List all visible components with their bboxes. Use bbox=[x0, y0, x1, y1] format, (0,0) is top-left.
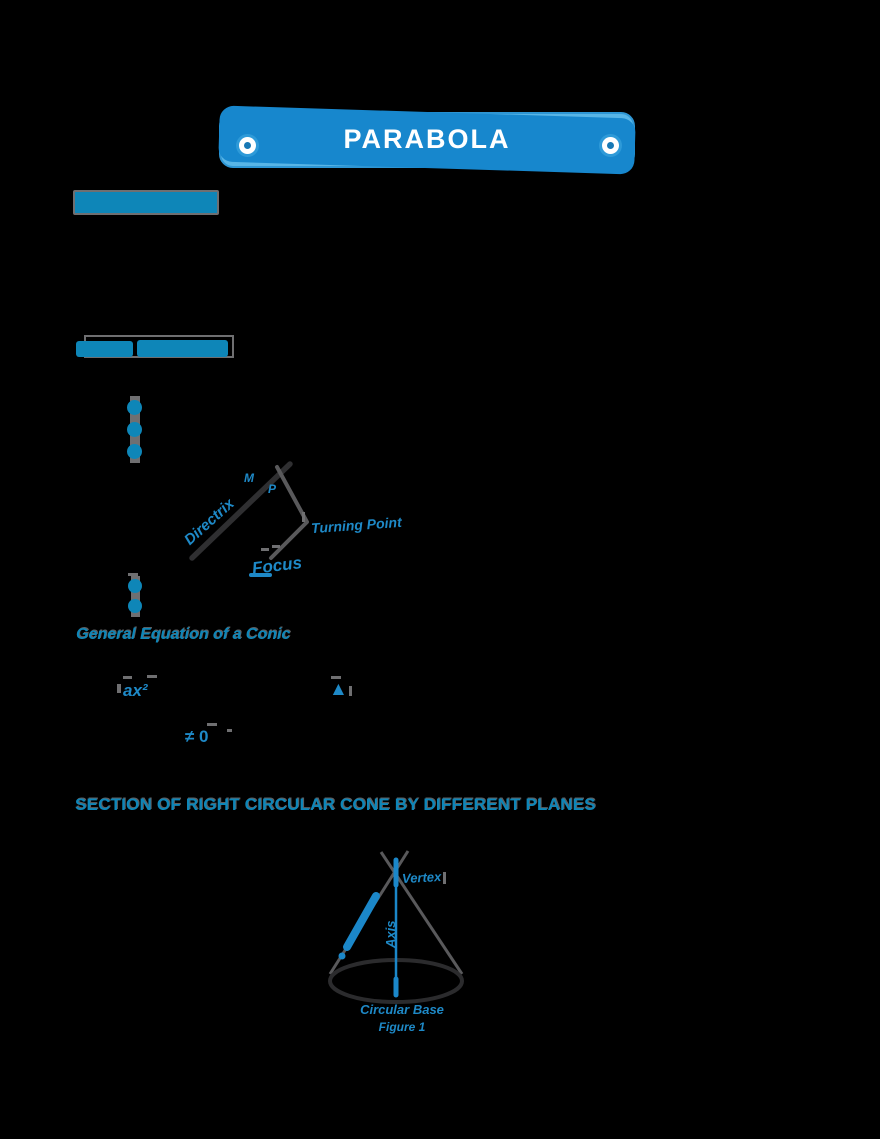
text-artifact bbox=[147, 675, 157, 678]
chord-lines bbox=[269, 465, 309, 560]
bullet-icon bbox=[127, 444, 142, 459]
bullet-icon bbox=[128, 599, 142, 613]
text-artifact bbox=[302, 512, 305, 522]
screw-icon bbox=[239, 137, 256, 154]
page-title: PARABOLA bbox=[343, 124, 511, 154]
generator-dot bbox=[338, 952, 346, 960]
bullet-strip bbox=[131, 576, 140, 617]
text-artifact bbox=[123, 676, 132, 679]
redacted-heading-bar bbox=[73, 190, 219, 215]
figure-caption: Figure 1 bbox=[378, 1020, 426, 1034]
screw-icon bbox=[602, 137, 619, 154]
redacted-word-bar bbox=[137, 340, 228, 357]
bullet-icon bbox=[127, 400, 142, 415]
cone-section-heading: SECTION OF RIGHT CIRCULAR CONE BY DIFFER… bbox=[75, 795, 596, 814]
vertex-label: Vertex bbox=[401, 868, 442, 887]
bullet-icon bbox=[128, 579, 142, 593]
axis-label: Axis bbox=[383, 920, 398, 948]
text-artifact bbox=[443, 872, 446, 884]
title-banner: PARABOLA bbox=[219, 112, 635, 168]
text-artifact bbox=[272, 545, 280, 548]
circular-base-label: Circular Base bbox=[360, 1002, 444, 1017]
delta-symbol: ▲ bbox=[329, 679, 348, 700]
general-equation-heading: General Equation of a Conic bbox=[76, 626, 291, 643]
text-artifact bbox=[249, 573, 272, 577]
redacted-word-bar bbox=[76, 341, 133, 357]
generator-highlight-line bbox=[343, 892, 380, 951]
cone-diagram bbox=[328, 850, 464, 1004]
diagram-point-label: M bbox=[244, 471, 254, 485]
text-artifact bbox=[331, 676, 341, 679]
text-artifact bbox=[227, 729, 232, 732]
text-artifact bbox=[207, 723, 217, 726]
text-artifact bbox=[128, 573, 138, 576]
equation-leading-term: ax² bbox=[123, 681, 148, 700]
definition-diagram bbox=[189, 461, 309, 561]
text-artifact bbox=[261, 548, 269, 551]
diagram-point-label: P bbox=[268, 482, 277, 496]
text-artifact bbox=[349, 686, 352, 696]
equation-condition: ≠ 0 bbox=[185, 727, 209, 746]
directrix-line bbox=[189, 461, 293, 561]
bullet-icon bbox=[127, 422, 142, 437]
text-artifact bbox=[117, 684, 121, 693]
